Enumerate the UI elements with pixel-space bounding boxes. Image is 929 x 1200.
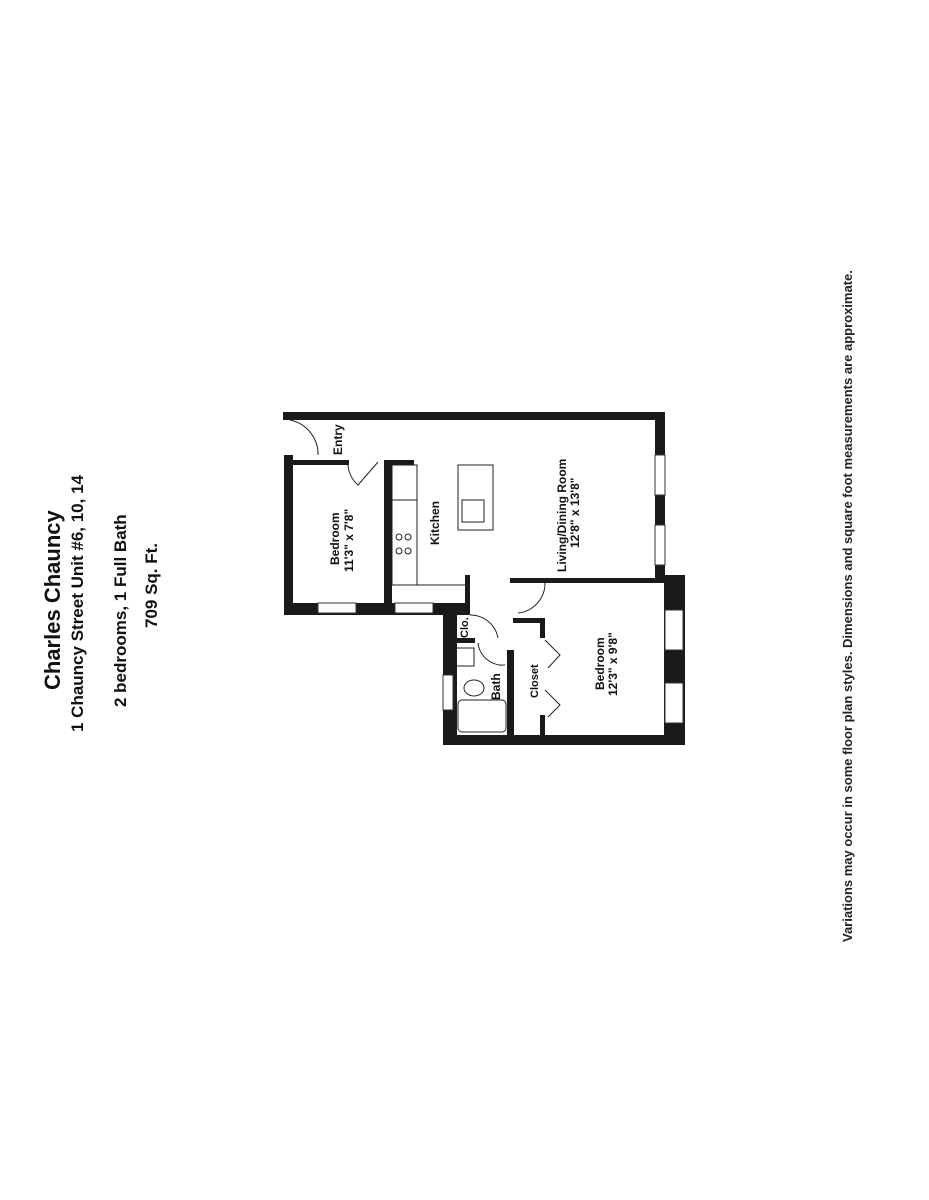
label-bedroom2-dims: 12'3" x 9'8" xyxy=(606,632,620,696)
label-closet: Closet xyxy=(529,664,541,698)
label-entry: Entry xyxy=(331,424,345,455)
label-bedroom1: Bedroom xyxy=(328,512,342,565)
label-clo: Clo. xyxy=(459,617,471,638)
label-bedroom1-dims: 11'3" x 7'8" xyxy=(342,509,356,572)
label-kitchen: Kitchen xyxy=(428,501,442,545)
label-bedroom2: Bedroom xyxy=(593,637,607,690)
label-living-dims: 12'8" x 13'8" xyxy=(568,478,582,548)
label-bath: Bath xyxy=(489,673,503,700)
label-living: Living/Dining Room xyxy=(555,459,569,572)
